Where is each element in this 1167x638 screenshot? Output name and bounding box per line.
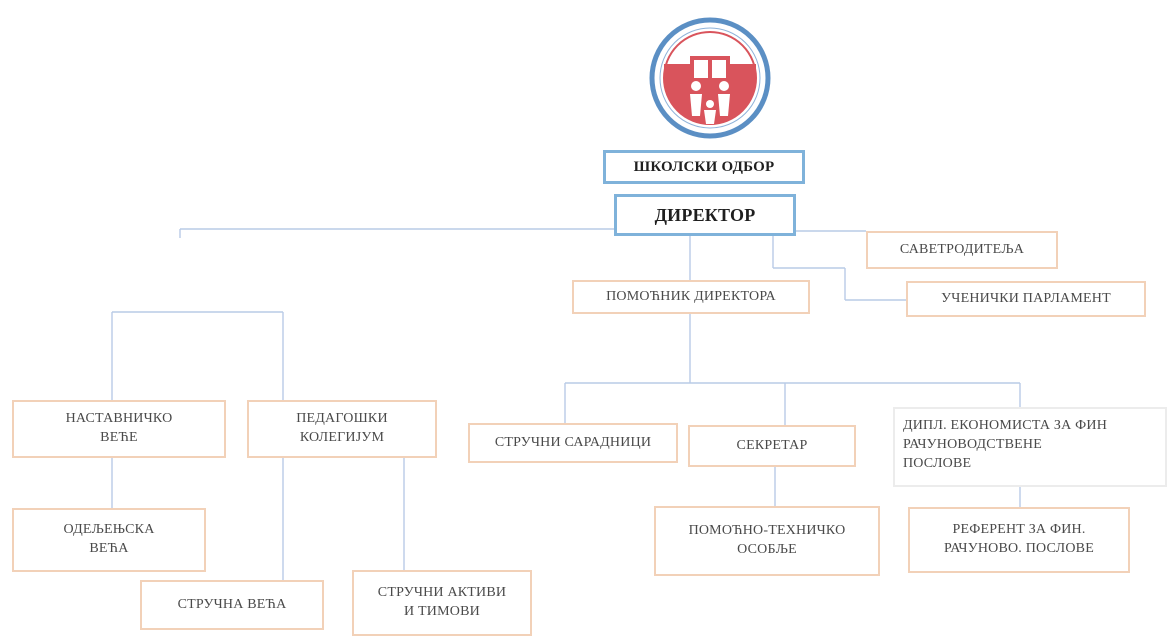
- director-label: ДИРЕКТОР: [654, 204, 756, 225]
- professional-actives-box[interactable]: СТРУЧНИ АКТИВИ И ТИМОВИ: [352, 570, 532, 636]
- teachers-council-label: НАСТАВНИЧКО ВЕЋЕ: [65, 411, 173, 445]
- pedagogical-collegium-label: ПЕДАГОШКИ КОЛЕГИЈУМ: [296, 411, 388, 445]
- assistant-director-label: ПОМОЋНИК ДИРЕКТОРА: [606, 288, 776, 304]
- director-box[interactable]: ДИРЕКТОР: [614, 194, 796, 236]
- secretary-box[interactable]: СЕКРЕТАР: [688, 425, 856, 467]
- subject-councils-label: СТРУЧНА ВЕЋА: [177, 596, 287, 612]
- support-staff-label: ПОМОЋНО-ТЕХНИЧКО ОСОБЉЕ: [688, 523, 846, 557]
- parents-council-label: САВЕТРОДИТЕЉА: [899, 241, 1025, 257]
- pedagogical-collegium-box[interactable]: ПЕДАГОШКИ КОЛЕГИЈУМ: [247, 400, 437, 458]
- teachers-council-box[interactable]: НАСТАВНИЧКО ВЕЋЕ: [12, 400, 226, 458]
- student-parliament-label: УЧЕНИЧКИ ПАРЛАМЕНТ: [941, 290, 1111, 306]
- economist-label: ДИПЛ. ЕКОНОМИСТА ЗА ФИН РАЧУНОВОДСТВЕНЕ …: [903, 418, 1108, 471]
- economist-box[interactable]: ДИПЛ. ЕКОНОМИСТА ЗА ФИН РАЧУНОВОДСТВЕНЕ …: [893, 407, 1167, 487]
- student-parliament-box[interactable]: УЧЕНИЧКИ ПАРЛАМЕНТ: [906, 281, 1146, 317]
- class-councils-box[interactable]: ОДЕЉЕЊСКА ВЕЋА: [12, 508, 206, 572]
- class-councils-label: ОДЕЉЕЊСКА ВЕЋА: [63, 522, 155, 556]
- school-board-label: ШКОЛСКИ ОДБОР: [633, 158, 775, 175]
- support-staff-box[interactable]: ПОМОЋНО-ТЕХНИЧКО ОСОБЉЕ: [654, 506, 880, 576]
- school-board-box[interactable]: ШКОЛСКИ ОДБОР: [603, 150, 805, 184]
- professional-actives-label: СТРУЧНИ АКТИВИ И ТИМОВИ: [377, 585, 507, 619]
- assistant-director-box[interactable]: ПОМОЋНИК ДИРЕКТОРА: [572, 280, 810, 314]
- professional-associates-label: СТРУЧНИ САРАДНИЦИ: [494, 434, 652, 450]
- school-emblem-icon: [646, 16, 774, 140]
- professional-associates-box[interactable]: СТРУЧНИ САРАДНИЦИ: [468, 423, 678, 463]
- subject-councils-box[interactable]: СТРУЧНА ВЕЋА: [140, 580, 324, 630]
- finance-referent-box[interactable]: РЕФЕРЕНТ ЗА ФИН. РАЧУНОВО. ПОСЛОВЕ: [908, 507, 1130, 573]
- parents-council-box[interactable]: САВЕТРОДИТЕЉА: [866, 231, 1058, 269]
- finance-referent-label: РЕФЕРЕНТ ЗА ФИН. РАЧУНОВО. ПОСЛОВЕ: [944, 522, 1094, 556]
- secretary-label: СЕКРЕТАР: [736, 437, 808, 453]
